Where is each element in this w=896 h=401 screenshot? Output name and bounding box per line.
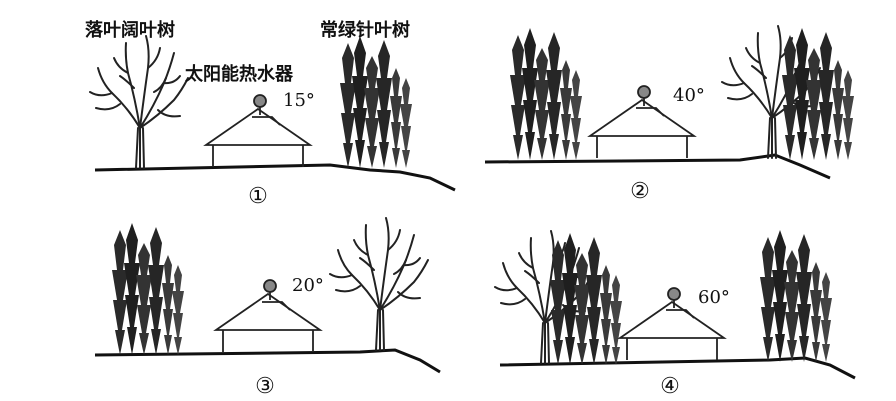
panel-3: 20° ③ [94, 217, 441, 399]
angle-label-3: 20° [292, 275, 324, 296]
label-heater: 太阳能热水器 [185, 63, 294, 85]
panel-number-2: ② [630, 179, 650, 204]
label-deciduous: 落叶阔叶树 [85, 19, 175, 41]
panel-number-3: ③ [255, 374, 275, 399]
panel-number-4: ④ [660, 374, 680, 399]
panel-2: 40° ② [484, 25, 854, 204]
label-evergreen: 常绿针叶树 [320, 19, 410, 41]
panel-1: 落叶阔叶树 常绿针叶树 太阳能热水器 15° ① [85, 19, 456, 209]
panel-4: 60° ④ [494, 230, 856, 399]
panel-number-1: ① [248, 184, 268, 209]
angle-label-1: 15° [283, 90, 315, 111]
angle-label-4: 60° [698, 287, 730, 308]
angle-label-2: 40° [673, 85, 705, 106]
